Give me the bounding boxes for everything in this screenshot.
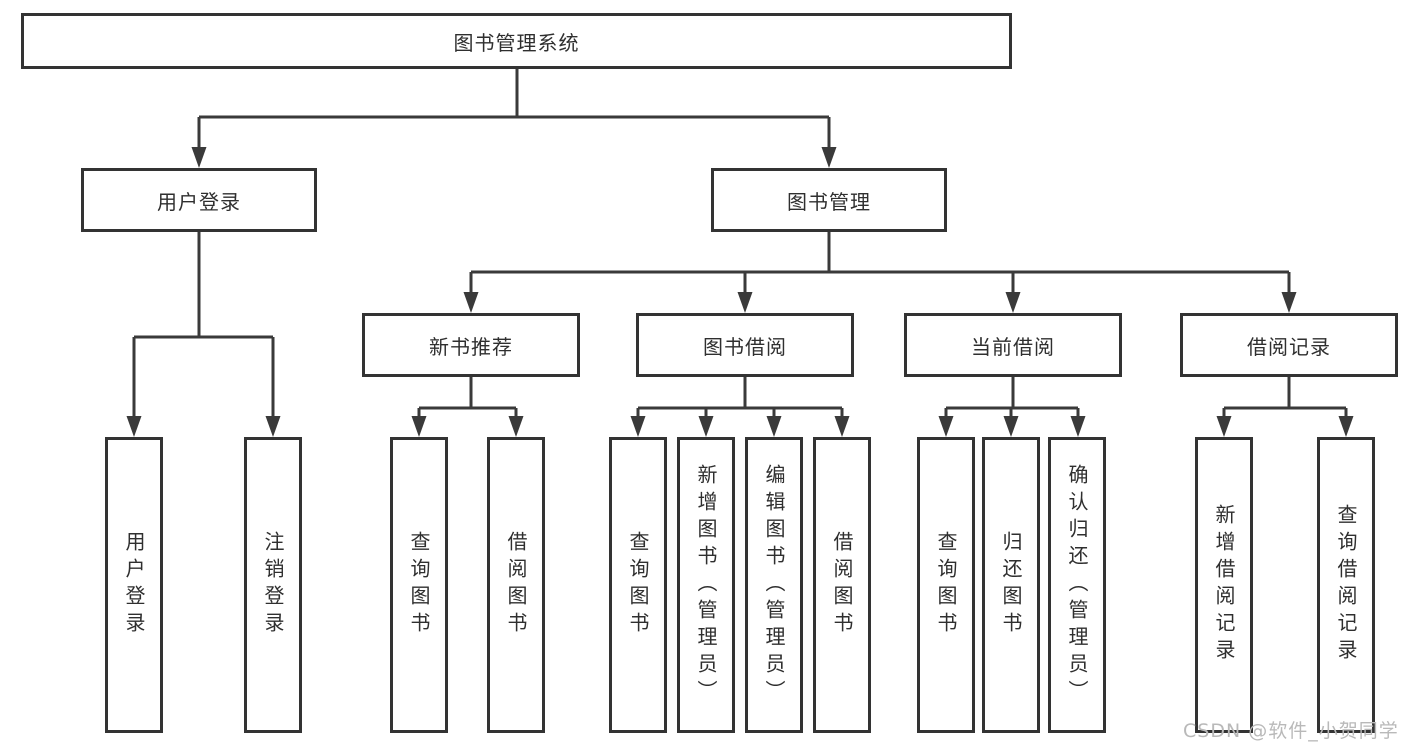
leaf-add-borrow-record: 新增借阅记录 bbox=[1195, 437, 1253, 733]
node-current-borrow: 当前借阅 bbox=[904, 313, 1122, 377]
leaf-user-login: 用户登录 bbox=[105, 437, 163, 733]
leaf-return-books: 归还图书 bbox=[982, 437, 1040, 733]
leaf-query-books-borrow: 查询图书 bbox=[609, 437, 667, 733]
leaf-borrow-books-recommend: 借阅图书 bbox=[487, 437, 545, 733]
csdn-watermark: CSDN @软件_小贺同学 bbox=[1183, 720, 1399, 742]
node-user-login-branch: 用户登录 bbox=[81, 168, 317, 232]
leaf-confirm-return-admin: 确认归还（管理员） bbox=[1048, 437, 1106, 733]
leaf-logout: 注销登录 bbox=[244, 437, 302, 733]
connector-lines bbox=[132, 69, 1348, 421]
leaf-query-borrow-record: 查询借阅记录 bbox=[1317, 437, 1375, 733]
node-library-management-system: 图书管理系统 bbox=[21, 13, 1012, 69]
node-borrow-records: 借阅记录 bbox=[1180, 313, 1398, 377]
leaf-borrow-books: 借阅图书 bbox=[813, 437, 871, 733]
leaf-query-books-recommend: 查询图书 bbox=[390, 437, 448, 733]
leaf-edit-books-admin: 编辑图书（管理员） bbox=[745, 437, 803, 733]
node-new-book-recommend: 新书推荐 bbox=[362, 313, 580, 377]
leaf-add-books-admin: 新增图书（管理员） bbox=[677, 437, 735, 733]
connector-arrowheads bbox=[126, 147, 1354, 437]
leaf-query-books-current: 查询图书 bbox=[917, 437, 975, 733]
node-book-borrow: 图书借阅 bbox=[636, 313, 854, 377]
node-book-management: 图书管理 bbox=[711, 168, 947, 232]
